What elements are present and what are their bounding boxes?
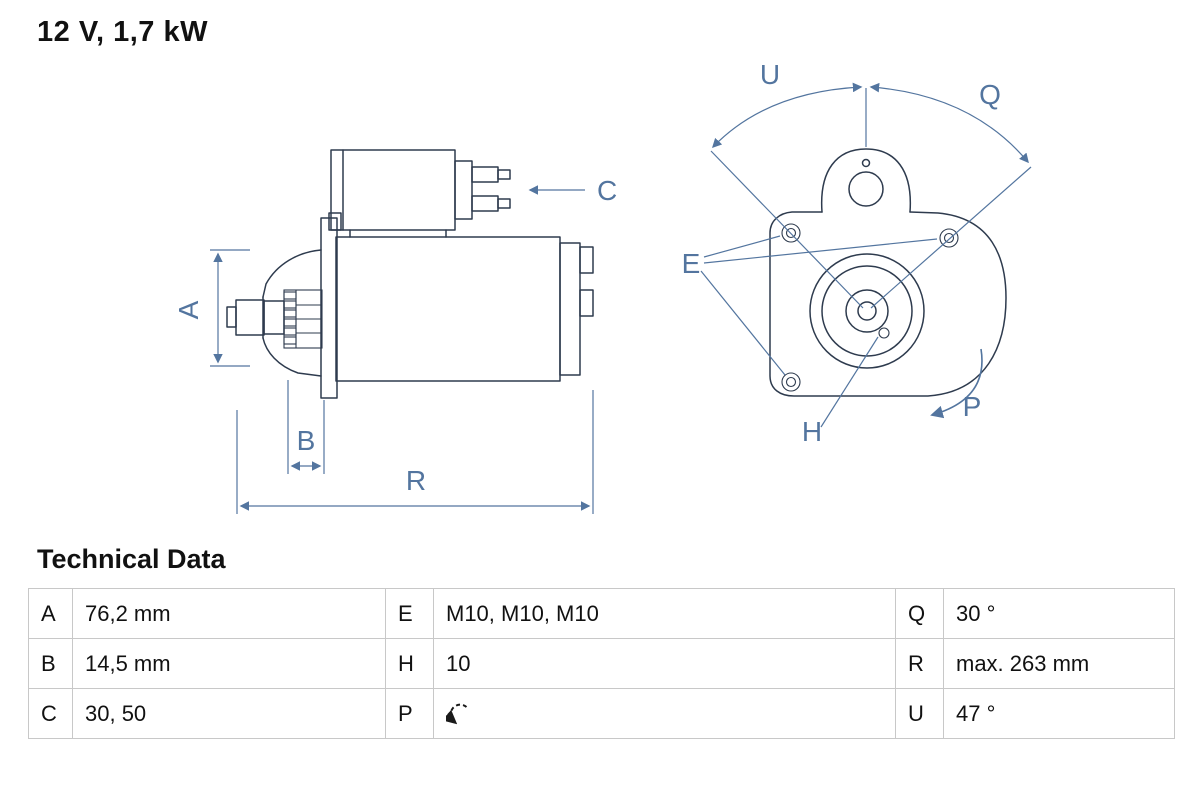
callout-e-lines [700,235,938,376]
spec-value: 76,2 mm [72,588,386,639]
dimension-label-e: E [682,248,701,279]
rotation-direction-arrow [930,348,983,419]
spec-key: A [28,588,73,639]
dimension-label-q: Q [979,79,1001,110]
front-view: U Q E H P [682,59,1032,447]
dimension-label-h: H [802,416,822,447]
side-view: A B C R [173,149,617,514]
spec-key: P [385,688,434,739]
spec-value: max. 263 mm [943,638,1175,689]
table-row: A 76,2 mm E M10, M10, M10 Q 30 ° [28,588,1175,639]
spec-key: E [385,588,434,639]
motor-body [320,217,594,399]
dimension-label-a: A [173,300,204,319]
pinion-gear [283,289,323,349]
rotation-ccw-icon [446,703,468,724]
solenoid [328,149,511,238]
dimension-r [236,390,594,514]
dimension-label-r: R [406,465,426,496]
technical-data-section: Technical Data A 76,2 mm E M10, M10, M10… [28,544,1175,739]
spec-key: B [28,638,73,689]
spec-value: 10 [433,638,896,689]
section-title: Technical Data [37,544,226,574]
technical-data-table: A 76,2 mm E M10, M10, M10 Q 30 ° B 14,5 … [28,588,1175,739]
dimension-label-b: B [297,425,316,456]
dimension-b [287,380,325,474]
spec-key: R [895,638,944,689]
technical-drawing: A B C R [173,59,1032,514]
spec-key: Q [895,588,944,639]
spec-key: U [895,688,944,739]
bolt-holes [781,223,959,392]
dimension-label-c: C [597,175,617,206]
spec-value: M10, M10, M10 [433,588,896,639]
table-row: C 30, 50 P U 4 [28,688,1175,739]
bearing-and-shaft [809,253,925,369]
spec-value: 30, 50 [72,688,386,739]
dimension-label-p: P [963,391,982,422]
dimension-label-u: U [760,59,780,90]
drive-end-housing [226,249,322,377]
angle-dimensions [710,82,1032,309]
spec-value: 14,5 mm [72,638,386,689]
dimension-a [210,249,250,367]
spec-value: 30 ° [943,588,1175,639]
housing-face [769,148,1007,397]
table-row: B 14,5 mm H 10 R max. 263 mm [28,638,1175,689]
callout-h-line [820,336,879,428]
spec-key: H [385,638,434,689]
spec-value: 47 ° [943,688,1175,739]
page-title: 12 V, 1,7 kW [37,16,208,48]
spec-key: C [28,688,73,739]
spec-value-icon-cell [433,688,896,739]
